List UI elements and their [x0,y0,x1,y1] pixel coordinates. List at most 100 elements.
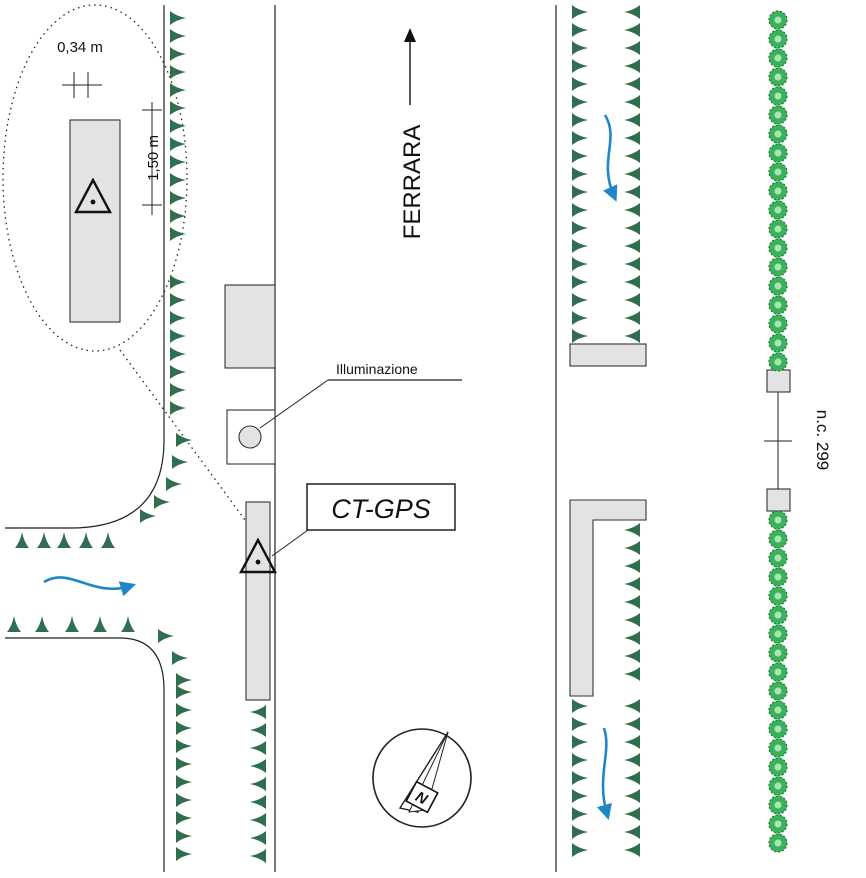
tree-icon [166,477,182,491]
station-leader [271,529,309,557]
tree-icon [572,149,588,163]
tree-icon [170,119,186,133]
tree-icon [572,185,588,199]
tree-icon [624,113,640,127]
tree-icon [176,775,192,789]
road-edges [5,5,557,872]
tree-icon [572,293,588,307]
compass-north-icon: N [372,728,472,828]
tree-icon [176,793,192,807]
tree-icon [624,59,640,73]
tree-icon [170,47,186,61]
flow-arrow-icon [43,114,618,820]
width-dimension [62,72,102,98]
tree-icon [624,185,640,199]
tree-icon [250,813,266,827]
tree-icon [624,5,640,19]
tree-icon [624,523,640,537]
tree-icon [37,532,51,548]
tree-icon [624,131,640,145]
tree-icon [624,257,640,271]
tree-icon [15,532,29,548]
tree-icon [250,795,266,809]
tree-icon [250,849,266,863]
tree-icon [624,807,640,821]
tree-icon [170,293,186,307]
bush-icon [768,738,788,758]
dim-width-label: 0,34 m [57,39,103,56]
tree-icon [176,757,192,771]
gate-post-south [766,488,791,512]
tree-icon [572,771,588,785]
tree-icon [624,735,640,749]
tree-icon [572,113,588,127]
bush-icon [768,181,788,201]
bush-icon [768,719,788,739]
length-dimension [142,102,162,215]
tree-icon [572,311,588,325]
bush-icon [768,276,788,296]
tree-icon [250,777,266,791]
tree-icon [624,717,640,731]
tree-icon [624,753,640,767]
tree-icon [572,753,588,767]
tree-icon [7,616,21,632]
tree-icon [170,83,186,97]
tree-icon [572,203,588,217]
tree-icon [624,239,640,253]
tree-icon [176,703,192,717]
tree-icon [250,759,266,773]
tree-icon [65,616,79,632]
tree-icon [572,221,588,235]
triangle-benchmark-icon [239,537,277,574]
tree-icon [93,616,107,632]
tree-icon [624,789,640,803]
tree-icon [572,59,588,73]
bush-icon [768,48,788,68]
flow-arrow-east [43,576,136,597]
bush-icon [768,624,788,644]
tree-icon [170,347,186,361]
tree-icon [624,825,640,839]
bush-icon [768,814,788,834]
flow-arrow-south-upper [603,114,618,202]
tree-icon [170,65,186,79]
bush-icon [768,529,788,549]
bush-icon [768,257,788,277]
tree-icon [572,275,588,289]
tree-icon [176,721,192,735]
tree-icon [170,227,186,241]
tree-icon [624,631,640,645]
tree-icon [101,532,115,548]
bush-icon [768,700,788,720]
bush-icon [768,67,788,87]
tree-icon [250,705,266,719]
tree-icon [572,77,588,91]
tree-icon [624,667,640,681]
tree-icon [624,577,640,591]
tree-icon [572,23,588,37]
bush-icon [768,314,788,334]
station-label: CT-GPS [331,494,431,524]
bush-icon [768,29,788,49]
side-street-north-curb [5,439,165,529]
tree-icon [624,843,640,857]
detail-station-icon [74,177,112,214]
flow-arrow-south-lower [596,727,612,820]
tree-icon [176,847,192,861]
utility-cabinet [224,284,276,369]
tree-icon [35,616,49,632]
tree-icon [572,789,588,803]
bush-icon [768,795,788,815]
bush-icon [768,105,788,125]
tree-icon [624,23,640,37]
bush-icon [768,200,788,220]
tree-icon [176,829,192,843]
tree-icon [624,293,640,307]
median-end-south [569,499,647,697]
tree-icon [250,723,266,737]
tree-icon [624,167,640,181]
tree-icon [572,239,588,253]
tree-icon [624,95,640,109]
